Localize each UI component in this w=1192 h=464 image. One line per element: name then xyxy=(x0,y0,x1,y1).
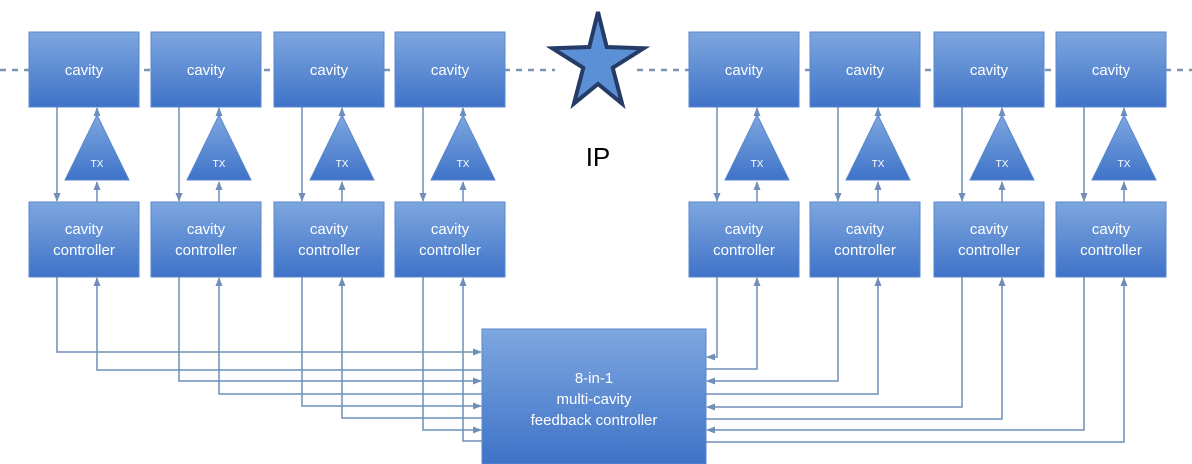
right-unit-3: cavity cavity controller TX xyxy=(933,31,1045,278)
right-unit-3-controller-label-2: controller xyxy=(958,242,1020,259)
right-unit-1-cavity-box xyxy=(688,31,800,108)
left-unit-1-controller-label-2: controller xyxy=(53,242,115,259)
feedback-controller-line-1: 8-in-1 xyxy=(575,370,613,387)
left-unit-4-controller-box xyxy=(394,201,506,278)
left-unit-3-tx-label: TX xyxy=(336,159,349,170)
right-unit-1-cavity-label: cavity xyxy=(725,62,764,79)
cavity-units: cavity cavity controller TX cavity cavity cont… xyxy=(28,31,1167,278)
left-unit-2-feedback-in-wire xyxy=(178,277,482,385)
left-unit-1-feedback-out-wire xyxy=(93,277,482,371)
left-unit-2-controller-label-2: controller xyxy=(175,242,237,259)
right-unit-4-cavity-label: cavity xyxy=(1092,62,1131,79)
right-unit-2-cavity-label: cavity xyxy=(846,62,885,79)
feedback-controller-box xyxy=(481,328,707,464)
right-unit-3-controller-label-1: cavity xyxy=(970,221,1009,238)
ip-label: IP xyxy=(586,142,611,172)
left-unit-4-controller-label-1: cavity xyxy=(431,221,470,238)
right-unit-4-tx-label: TX xyxy=(1118,159,1131,170)
left-unit-4-cavity-box xyxy=(394,31,506,108)
left-unit-3-controller-label-2: controller xyxy=(298,242,360,259)
right-unit-4-controller-box xyxy=(1055,201,1167,278)
left-unit-4-tx-label: TX xyxy=(457,159,470,170)
left-unit-3-cavity-label: cavity xyxy=(310,62,349,79)
left-unit-1-tx-amplifier xyxy=(64,113,130,181)
right-unit-3-feedback-in-wire xyxy=(706,277,963,411)
left-unit-4-tx-amplifier xyxy=(430,113,496,181)
right-unit-3-controller-box xyxy=(933,201,1045,278)
right-unit-3-tx-label: TX xyxy=(996,159,1009,170)
left-unit-3-cavity-box xyxy=(273,31,385,108)
right-unit-1-tx-amplifier xyxy=(724,113,790,181)
right-unit-2-controller-label-2: controller xyxy=(834,242,896,259)
left-unit-3-feedback-out-wire xyxy=(338,277,482,419)
right-unit-2-tx-label: TX xyxy=(872,159,885,170)
feedback-controller-line-3: feedback controller xyxy=(531,412,658,429)
left-unit-3-feedback-in-wire xyxy=(301,277,482,410)
left-unit-4: cavity cavity controller TX xyxy=(394,31,506,278)
left-unit-3-controller-box xyxy=(273,201,385,278)
right-unit-4: cavity cavity controller TX xyxy=(1055,31,1167,278)
right-unit-1-feedback-in-wire xyxy=(706,277,718,361)
right-unit-2-feedback-out-wire xyxy=(706,277,882,395)
left-unit-2-feedback-out-wire xyxy=(215,277,482,395)
right-unit-4-feedback-out-wire xyxy=(706,277,1128,443)
right-unit-2-tx-amplifier xyxy=(845,113,911,181)
feedback-controller: 8-in-1 multi-cavity feedback controller xyxy=(481,328,707,464)
right-unit-4-tx-amplifier xyxy=(1091,113,1157,181)
right-unit-4-controller-label-2: controller xyxy=(1080,242,1142,259)
left-unit-3-tx-amplifier xyxy=(309,113,375,181)
right-unit-1-controller-label-2: controller xyxy=(713,242,775,259)
left-unit-1-tx-label: TX xyxy=(91,159,104,170)
left-unit-1-controller-box xyxy=(28,201,140,278)
right-unit-1-feedback-out-wire xyxy=(706,277,761,370)
right-unit-4-controller-label-1: cavity xyxy=(1092,221,1131,238)
left-unit-3-controller-label-1: cavity xyxy=(310,221,349,238)
right-unit-2-controller-box xyxy=(809,201,921,278)
left-unit-1-cavity-label: cavity xyxy=(65,62,104,79)
right-unit-2-feedback-in-wire xyxy=(706,277,839,385)
left-unit-2-controller-label-1: cavity xyxy=(187,221,226,238)
right-unit-3-tx-amplifier xyxy=(969,113,1035,181)
right-unit-3-cavity-box xyxy=(933,31,1045,108)
right-unit-1-controller-box xyxy=(688,201,800,278)
left-unit-1-feedback-in-wire xyxy=(56,277,482,356)
right-unit-1: cavity cavity controller TX xyxy=(688,31,800,278)
left-unit-2-cavity-box xyxy=(150,31,262,108)
signal-wires xyxy=(53,107,1128,443)
star-icon xyxy=(545,11,651,110)
feedback-controller-line-2: multi-cavity xyxy=(556,391,632,408)
left-unit-4-feedback-in-wire xyxy=(422,277,482,434)
right-unit-2-cavity-box xyxy=(809,31,921,108)
left-unit-1-cavity-box xyxy=(28,31,140,108)
left-unit-2-tx-label: TX xyxy=(213,159,226,170)
left-unit-2: cavity cavity controller TX xyxy=(150,31,262,278)
left-unit-3: cavity cavity controller TX xyxy=(273,31,385,278)
left-unit-4-cavity-label: cavity xyxy=(431,62,470,79)
right-unit-2-controller-label-1: cavity xyxy=(846,221,885,238)
right-unit-1-controller-label-1: cavity xyxy=(725,221,764,238)
left-unit-4-feedback-out-wire xyxy=(459,277,482,442)
left-unit-4-controller-label-2: controller xyxy=(419,242,481,259)
right-unit-2: cavity cavity controller TX xyxy=(809,31,921,278)
ip-marker: IP xyxy=(545,11,651,172)
right-unit-4-cavity-box xyxy=(1055,31,1167,108)
left-unit-2-controller-box xyxy=(150,201,262,278)
right-unit-1-tx-label: TX xyxy=(751,159,764,170)
right-unit-3-feedback-out-wire xyxy=(706,277,1006,420)
left-unit-2-tx-amplifier xyxy=(186,113,252,181)
left-unit-2-cavity-label: cavity xyxy=(187,62,226,79)
left-unit-1-controller-label-1: cavity xyxy=(65,221,104,238)
right-unit-4-feedback-in-wire xyxy=(706,277,1085,434)
left-unit-1: cavity cavity controller TX xyxy=(28,31,140,278)
right-unit-3-cavity-label: cavity xyxy=(970,62,1009,79)
